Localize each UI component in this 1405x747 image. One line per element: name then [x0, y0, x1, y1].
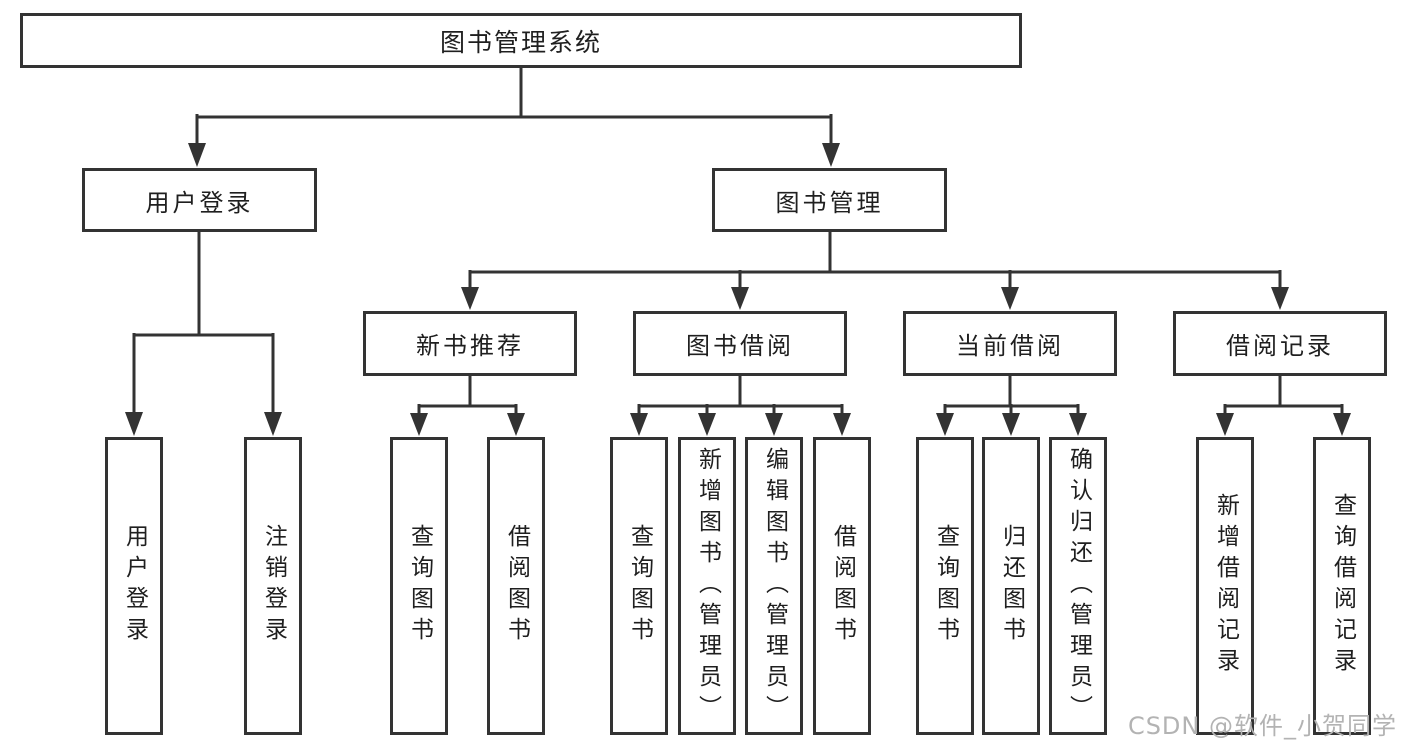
- node-book-management: 图书管理: [712, 168, 947, 232]
- connector-user-login: [132, 230, 275, 413]
- arrowhead-icon: [1216, 413, 1351, 436]
- csdn-watermark: CSDN @软件_小贺同学: [1127, 712, 1397, 740]
- node-book-borrowing: 图书借阅: [633, 311, 847, 376]
- leaf-user-login: 用户登录: [105, 437, 163, 735]
- node-borrowing-records: 借阅记录: [1173, 311, 1387, 376]
- leaf-confirm-return-admin: 确认归还（管理员）: [1049, 437, 1107, 735]
- node-user-login: 用户登录: [82, 168, 317, 232]
- connector-new-book-recommend: [417, 374, 518, 414]
- leaf-query-books: 查询图书: [390, 437, 448, 735]
- leaf-borrow-books: 借阅图书: [487, 437, 545, 735]
- connector-current-borrowing: [943, 374, 1080, 414]
- leaf-query-books: 查询图书: [610, 437, 668, 735]
- leaf-query-books: 查询图书: [916, 437, 974, 735]
- node-library-system: 图书管理系统: [20, 13, 1022, 68]
- connector-borrowing-records: [1223, 374, 1344, 414]
- leaf-logout: 注销登录: [244, 437, 302, 735]
- leaf-borrow-books: 借阅图书: [813, 437, 871, 735]
- leaf-add-borrow-record: 新增借阅记录: [1196, 437, 1254, 735]
- connector-book-borrowing: [637, 374, 844, 414]
- node-new-book-recommend: 新书推荐: [363, 311, 577, 376]
- leaf-return-books: 归还图书: [982, 437, 1040, 735]
- arrowhead-icon: [410, 413, 525, 436]
- connector-book-management: [468, 230, 1282, 288]
- leaf-query-borrow-record: 查询借阅记录: [1313, 437, 1371, 735]
- connector-root: [195, 66, 833, 144]
- node-current-borrowing: 当前借阅: [903, 311, 1117, 376]
- leaf-add-book-admin: 新增图书（管理员）: [678, 437, 736, 735]
- arrowhead-icon: [936, 413, 1087, 436]
- arrowhead-icon: [630, 413, 851, 436]
- leaf-edit-book-admin: 编辑图书（管理员）: [745, 437, 803, 735]
- arrowhead-icon: [461, 287, 1289, 310]
- arrowhead-icon: [125, 412, 282, 436]
- arrowhead-icon: [188, 143, 840, 167]
